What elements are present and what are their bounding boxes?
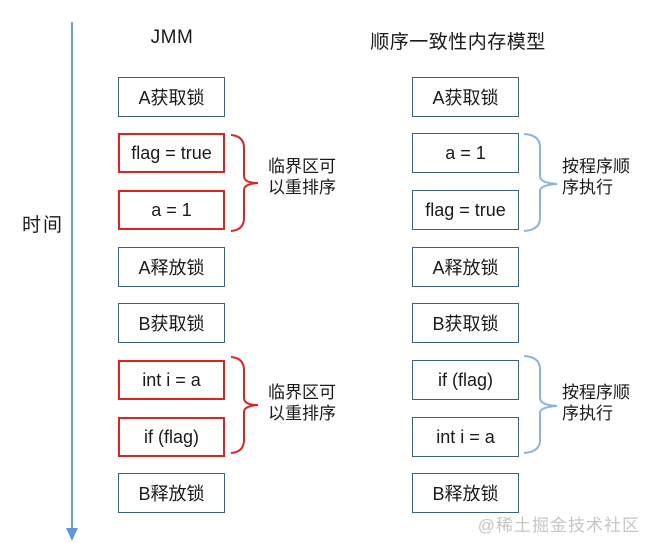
annotation-program-order-bottom: 按程序顺序执行 — [562, 383, 630, 423]
box-jmm-a-release-lock: A释放锁 — [118, 247, 225, 287]
box-sc-b-release-lock: B释放锁 — [412, 473, 519, 513]
timeline-arrow-icon — [66, 22, 78, 541]
box-sc-int-i: int i = a — [412, 417, 519, 457]
box-sc-a-acquire-lock: A获取锁 — [412, 77, 519, 117]
time-axis-label: 时间 — [21, 215, 64, 236]
box-jmm-if-flag: if (flag) — [118, 417, 225, 457]
blue-brace-top-icon — [523, 133, 558, 232]
red-brace-bottom-icon — [230, 356, 259, 454]
column-title-sequential-consistency: 顺序一致性内存模型 — [370, 32, 546, 53]
blue-brace-bottom-icon — [523, 355, 558, 454]
box-sc-if-flag: if (flag) — [412, 360, 519, 400]
red-brace-top-icon — [230, 134, 259, 232]
box-sc-b-acquire-lock: B获取锁 — [412, 303, 519, 343]
annotation-reorder-bottom: 临界区可以重排序 — [268, 383, 336, 423]
annotation-reorder-top: 临界区可以重排序 — [268, 157, 336, 197]
box-jmm-b-release-lock: B释放锁 — [118, 473, 225, 513]
box-jmm-int-i: int i = a — [118, 360, 225, 400]
box-jmm-b-acquire-lock: B获取锁 — [118, 303, 225, 343]
box-sc-a-release-lock: A释放锁 — [412, 247, 519, 287]
annotation-program-order-top: 按程序顺序执行 — [562, 157, 630, 197]
box-jmm-a-acquire-lock: A获取锁 — [118, 77, 225, 117]
box-sc-flag-true: flag = true — [412, 190, 519, 230]
box-jmm-a-equals-1: a = 1 — [118, 190, 225, 230]
column-title-jmm: JMM — [150, 27, 194, 48]
box-sc-a-equals-1: a = 1 — [412, 133, 519, 173]
box-jmm-flag-true: flag = true — [118, 133, 225, 173]
watermark: @稀土掘金技术社区 — [477, 516, 640, 535]
